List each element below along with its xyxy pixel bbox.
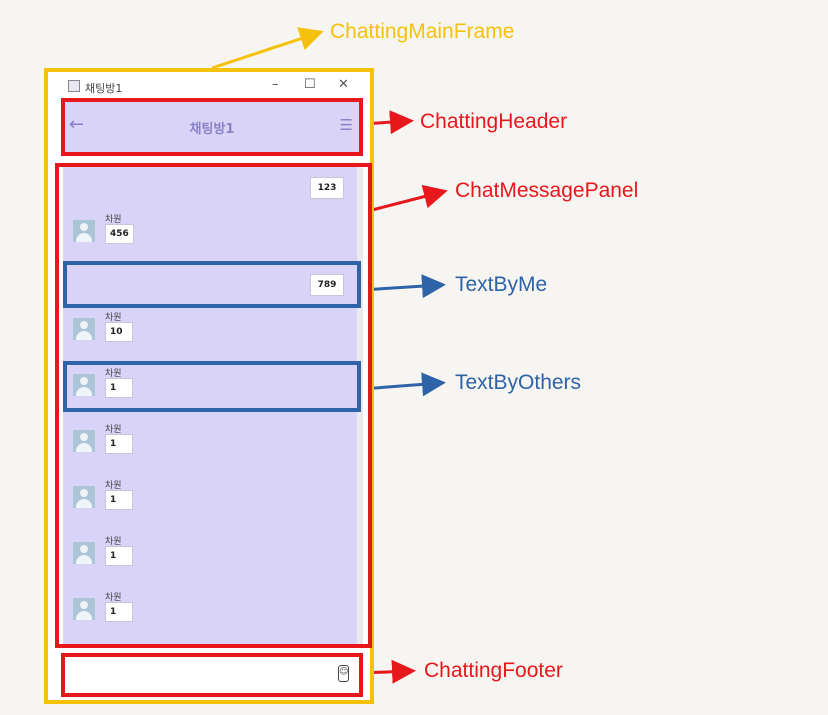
minimize-button[interactable]: – (272, 77, 279, 92)
label-message-panel: ChatMessagePanel (455, 179, 639, 202)
user-avatar-icon (73, 220, 95, 242)
window-title: 채팅방1 (85, 82, 123, 95)
text-by-others-bubble: 1 (105, 602, 133, 622)
main-frame-arrow (211, 27, 324, 70)
user-avatar-icon (73, 598, 95, 620)
text-by-others-bubble: 456 (105, 224, 134, 244)
text-by-others-highlight-box (63, 361, 361, 412)
header-highlight-box (61, 98, 363, 156)
user-avatar-icon (73, 430, 95, 452)
menu-icon[interactable]: ☰ (339, 116, 353, 134)
footer-highlight-box (61, 653, 363, 697)
text-by-me-bubble: 789 (310, 274, 344, 296)
close-button[interactable]: ✕ (338, 77, 349, 92)
sender-name: 차원 (105, 481, 122, 491)
emoji-icon[interactable]: ☺ (338, 665, 349, 682)
text-by-others-bubble: 1 (105, 490, 133, 510)
label-text-by-me: TextByMe (455, 273, 548, 296)
sender-name: 차원 (105, 425, 122, 435)
label-header: ChattingHeader (420, 110, 568, 133)
sender-name: 차원 (105, 537, 122, 547)
text-by-me-highlight-box (63, 261, 361, 308)
text-by-me-arrow (361, 274, 446, 299)
chatting-header: ← 채팅방1 ☰ (65, 102, 359, 152)
text-by-others-bubble: 1 (105, 434, 133, 454)
app-icon (68, 80, 80, 92)
back-arrow-icon[interactable]: ← (69, 114, 85, 135)
window-titlebar: 채팅방1 – ☐ ✕ (48, 72, 370, 100)
panel-highlight-box (55, 163, 372, 648)
sender-name: 차원 (105, 369, 122, 379)
user-avatar-icon (73, 374, 95, 396)
chat-room-title: 채팅방1 (189, 122, 235, 137)
user-avatar-icon (73, 486, 95, 508)
sender-name: 차원 (105, 593, 122, 603)
text-by-others-bubble: 1 (105, 546, 133, 566)
sender-name: 차원 (105, 313, 122, 323)
text-by-others-arrow (361, 372, 446, 397)
sender-name: 차원 (105, 215, 122, 225)
panel-arrow (371, 184, 448, 212)
maximize-button[interactable]: ☐ (304, 77, 316, 92)
label-footer: ChattingFooter (424, 659, 563, 682)
chatting-footer[interactable]: ☺ (65, 657, 359, 693)
label-main-frame: ChattingMainFrame (330, 20, 515, 43)
label-text-by-others: TextByOthers (455, 371, 582, 394)
user-avatar-icon (73, 318, 95, 340)
user-avatar-icon (73, 542, 95, 564)
text-by-others-bubble: 1 (105, 378, 133, 398)
text-by-others-bubble: 10 (105, 322, 133, 342)
text-by-me-bubble: 123 (310, 177, 344, 199)
